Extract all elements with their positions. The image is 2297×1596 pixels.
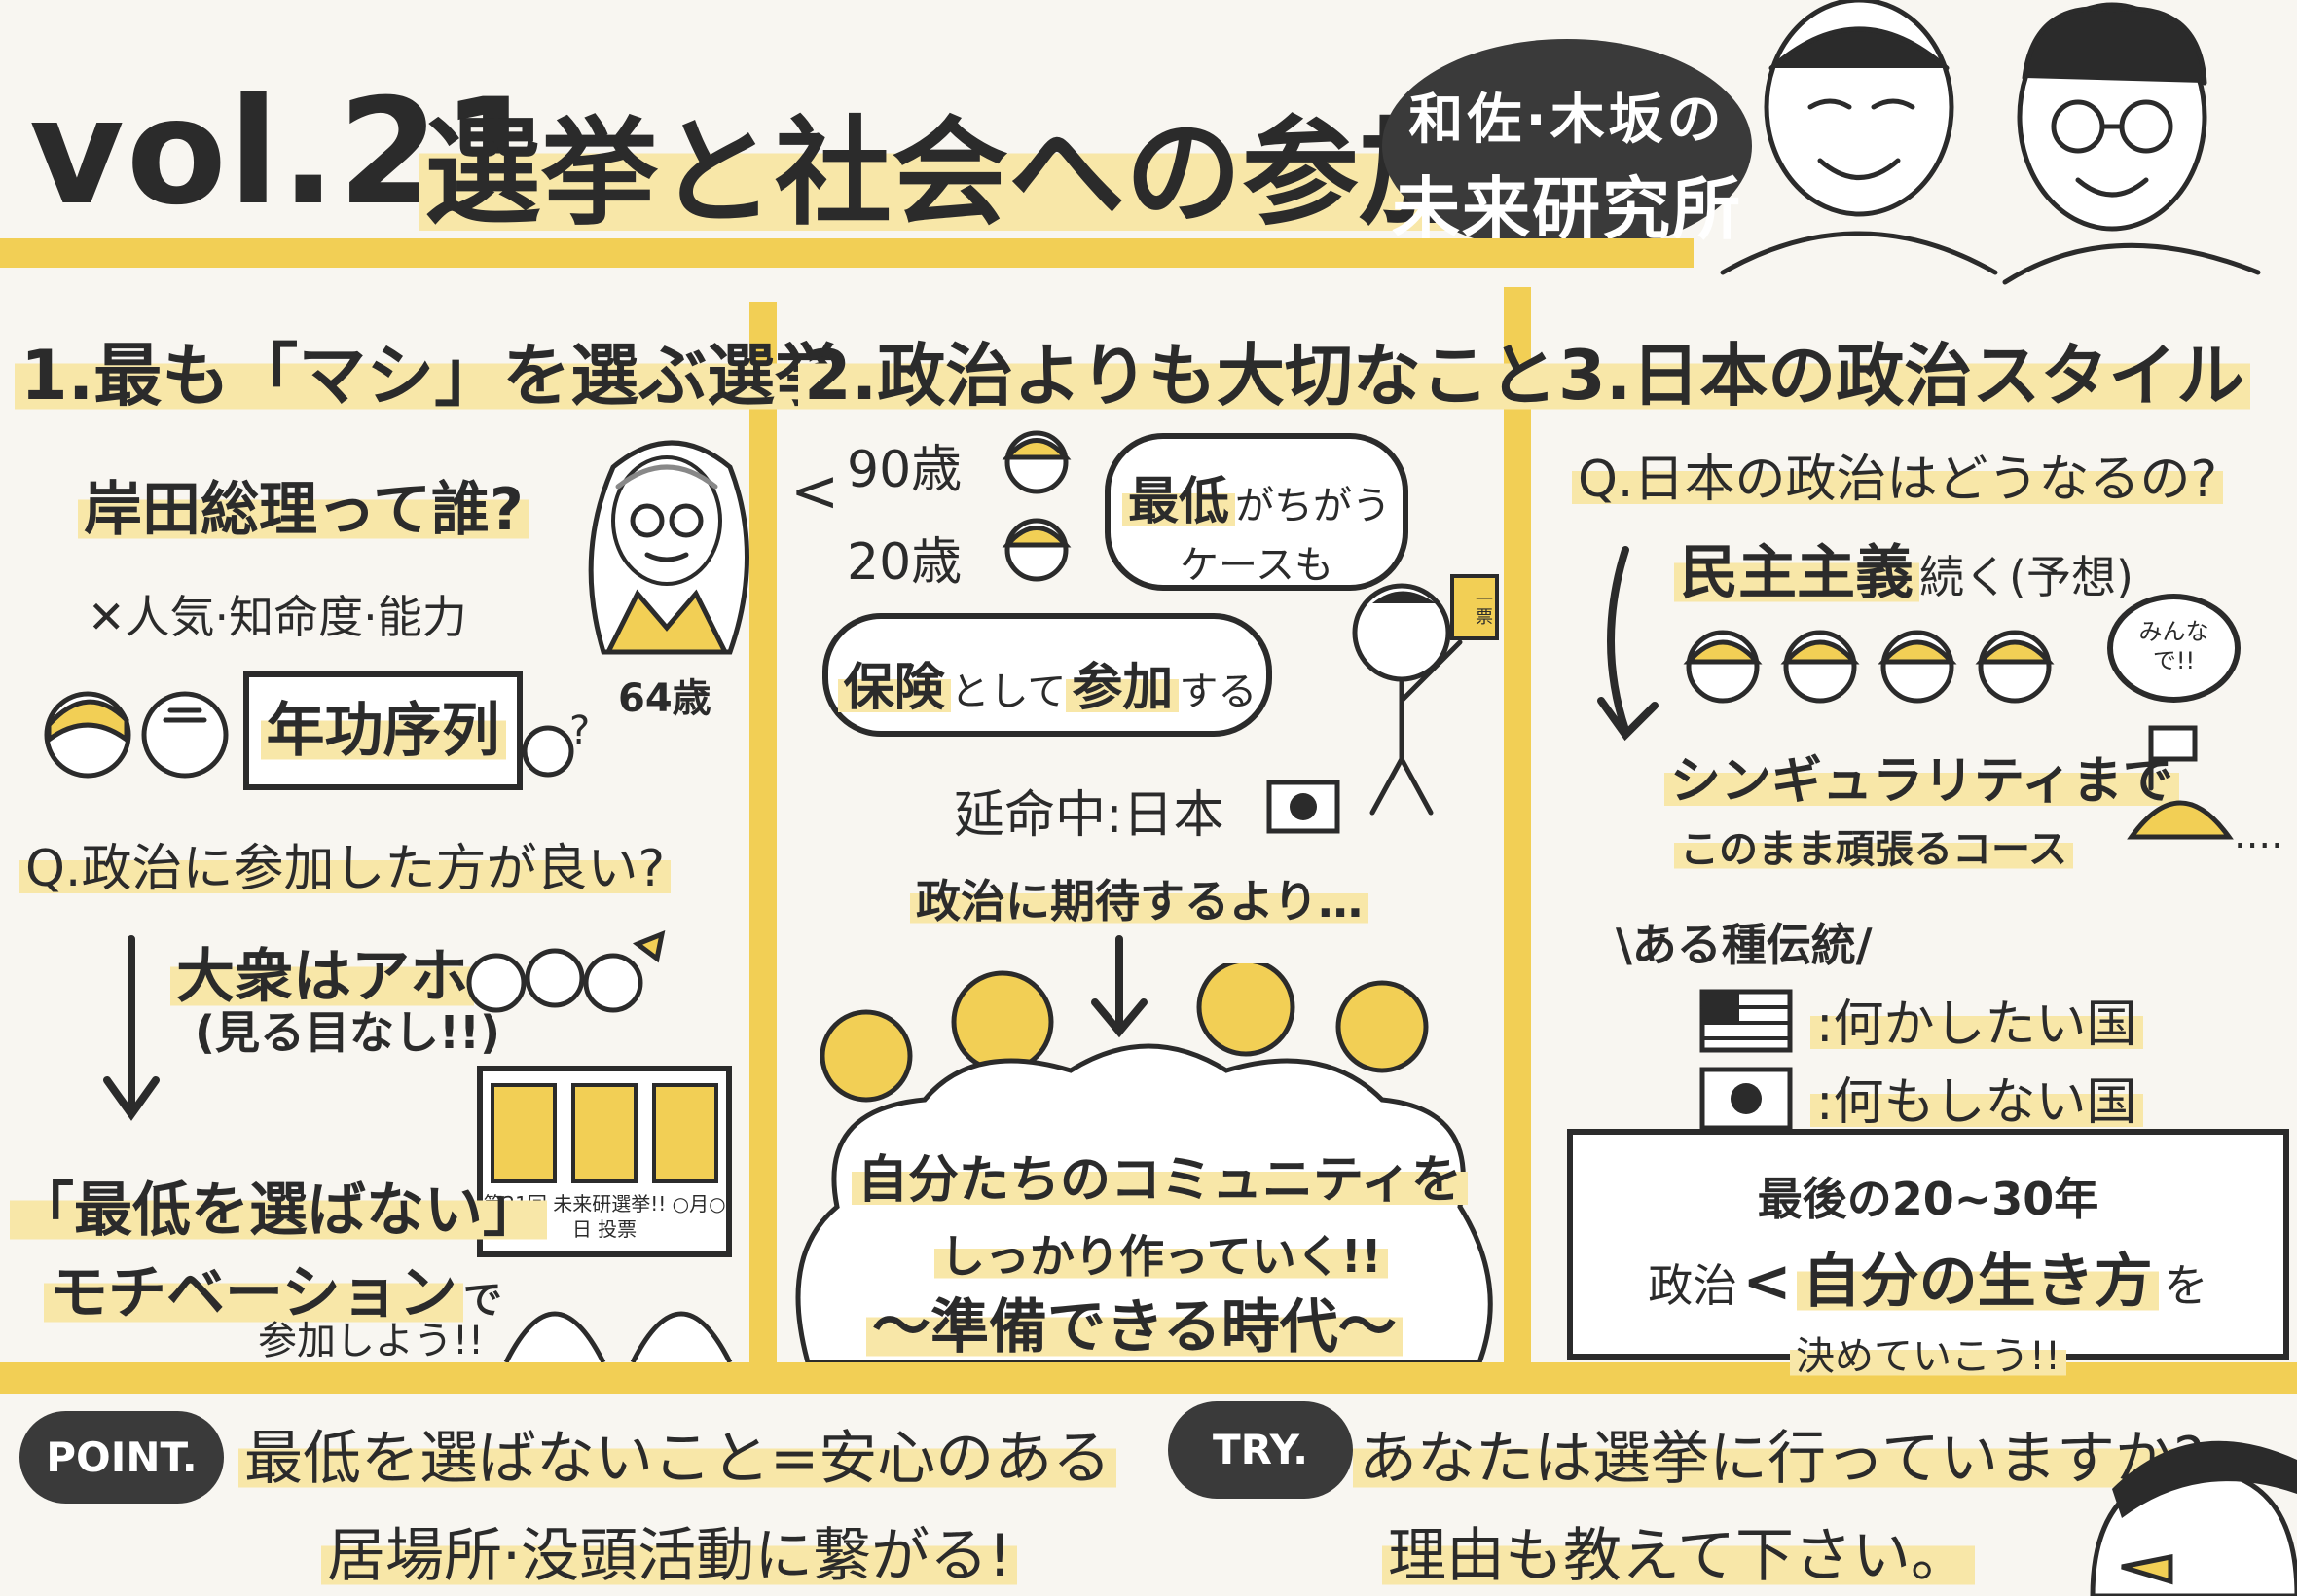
s2-bubble-insurance: 保険として参加する — [822, 613, 1272, 737]
s3-tradition: \ある種伝統/ — [1616, 919, 1873, 971]
s2-age-90: 90歳 — [847, 441, 963, 499]
s1-qmark: ? — [569, 708, 591, 753]
japan-flag-icon — [1266, 780, 1340, 834]
s2-bubble-worst: 最低がちがう ケースも — [1105, 433, 1408, 591]
election-poster: 第21回 未来研選挙!! ○月○日 投票 — [477, 1066, 732, 1257]
s1-mass-text: 大衆はアホ — [170, 929, 474, 1014]
s2-cloud-line3: 〜準備できる時代〜 — [866, 1280, 1403, 1364]
s3-us: :何かしたい国 — [1810, 983, 2143, 1056]
column-divider-1 — [749, 302, 777, 1362]
s2-cloud-line2: しっかり作っていく!! — [934, 1221, 1388, 1286]
s3-curved-arrow-icon — [1597, 546, 1659, 742]
s2-cloud-line1: 自分たちのコミュニティを — [852, 1139, 1468, 1212]
crowd-faces-icon — [466, 929, 666, 1013]
elder-faces-icon — [44, 691, 229, 779]
column-divider-2 — [1504, 287, 1531, 1362]
beret-character-icon — [2090, 1440, 2297, 1596]
kishida-age: 64歳 — [618, 676, 711, 721]
s3-minna-bubble: みんなで!! — [2107, 594, 2241, 703]
point-badge: POINT. — [19, 1411, 224, 1504]
s3-question: Q.日本の政治はどうなるの? — [1572, 438, 2224, 511]
s1-motivation-2: モチベーションで — [44, 1246, 502, 1330]
s3-box-line2: 政治 < 自分の生き方 を — [1648, 1248, 2208, 1316]
turtle-icon — [2127, 725, 2234, 840]
young-old-faces-icon — [1002, 430, 1072, 582]
s3-dots: .... — [2234, 813, 2283, 857]
section2-heading: 2.政治よりも大切なこと — [798, 321, 1563, 419]
s2-expect-text: 政治に期待するより… — [910, 866, 1369, 930]
s3-jp: :何もしない国 — [1810, 1061, 2143, 1134]
s2-less-than: < — [790, 457, 840, 526]
try-line1: あなたは選挙に行っていますか? — [1353, 1411, 2210, 1496]
top-divider — [0, 238, 1694, 268]
try-badge: TRY. — [1168, 1401, 1353, 1499]
vote-ticket: 一票 — [1450, 574, 1499, 640]
point-line2: 居場所·没頭活動に繋がる! — [321, 1508, 1018, 1593]
peeking-faces-icon — [503, 1311, 733, 1362]
s3-democracy: 民主主義続く(予想) — [1674, 526, 2133, 610]
lab-badge: 和佐·木坂の 未来研究所 — [1382, 39, 1752, 253]
kishida-portrait — [588, 440, 749, 655]
s2-age-20: 20歳 — [847, 533, 963, 592]
s3-box-line1: 最後の20~30年 — [1757, 1173, 2099, 1225]
section1-heading: 1.最も「マシ」を選ぶ選挙 — [15, 321, 850, 419]
page-title: 選挙と社会への参加 — [419, 78, 1481, 247]
s3-box-line3: 決めていこう!! — [1573, 1324, 2283, 1381]
down-arrow-icon — [103, 935, 160, 1121]
s3-conclusion-box: 最後の20~30年 政治 < 自分の生き方 を 決めていこう!! — [1567, 1129, 2289, 1379]
section3-heading: 3.日本の政治スタイル — [1552, 321, 2251, 419]
voter-with-ticket-icon — [1352, 583, 1463, 816]
s1-motivation-1: 「最低を選ばない」 — [10, 1163, 547, 1248]
badge-line2: 未来研究所 — [1392, 169, 1742, 249]
flags-icon — [1699, 989, 1793, 1131]
small-face-icon — [522, 725, 574, 778]
s1-cross-list: ✕人気·知命度·能力 — [88, 591, 467, 643]
s2-down-arrow-icon — [1091, 935, 1148, 1038]
s1-mass-sub: (見る目なし!!) — [195, 1006, 501, 1059]
s1-question-participate: Q.政治に参加した方が良い? — [19, 827, 672, 900]
crowd-faces-icon-2 — [1683, 630, 2055, 704]
point-line1: 最低を選ばないこと=安心のある — [238, 1411, 1117, 1496]
try-line2: 理由も教えて下さい。 — [1382, 1508, 1975, 1593]
hosts-portrait — [1720, 0, 2261, 285]
s3-course: このまま頑張るコース — [1674, 817, 2073, 874]
badge-line1: 和佐·木坂の — [1408, 89, 1726, 152]
s3-singularity: シンギュラリティまで — [1664, 740, 2179, 813]
s1-motivation-3: 参加しよう!! — [258, 1319, 485, 1363]
s2-life-extension: 延命中:日本 — [954, 786, 1224, 845]
s1-question-kishida: 岸田総理って誰? — [78, 462, 529, 547]
seniority-box: 年功序列 — [243, 671, 523, 790]
